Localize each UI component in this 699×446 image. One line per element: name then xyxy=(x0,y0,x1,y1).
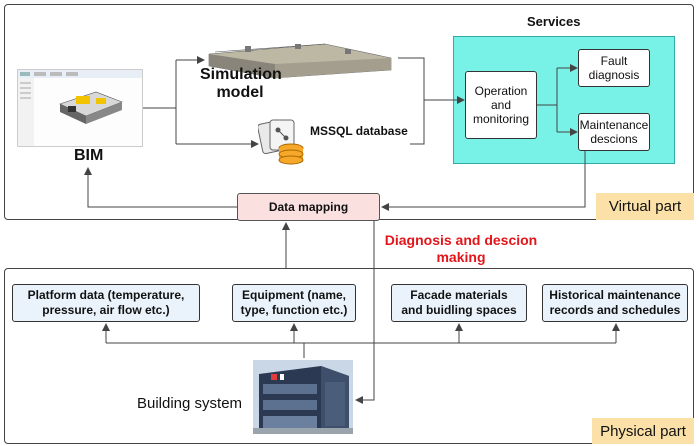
services-title: Services xyxy=(527,14,581,29)
physical-part-tag: Physical part xyxy=(592,418,694,444)
bim-label: BIM xyxy=(74,147,104,164)
building-icon xyxy=(253,360,353,434)
simulation-model-image xyxy=(205,40,395,80)
virtual-part-tag: Virtual part xyxy=(596,193,694,220)
facade-box: Facade materials and buidling spaces xyxy=(391,284,527,322)
building-photo xyxy=(253,360,353,434)
maintenance-box: Maintenance descions xyxy=(578,113,650,151)
building-system-label: Building system xyxy=(137,395,243,412)
platform-data-box: Platform data (temperature, pressure, ai… xyxy=(12,284,200,322)
data-mapping-box: Data mapping xyxy=(237,193,380,221)
bim-model-icon xyxy=(18,70,142,146)
database-label: MSSQL database xyxy=(310,124,408,138)
historical-box: Historical maintenance records and sched… xyxy=(542,284,688,322)
operation-monitoring-box: Operation and monitoring xyxy=(465,71,537,139)
bim-software-image xyxy=(17,69,143,147)
database-icon xyxy=(257,119,304,165)
data-mapping-label: Data mapping xyxy=(268,200,349,214)
equipment-box: Equipment (name, type, function etc.) xyxy=(232,284,356,322)
decision-making-label: Diagnosis and descion making xyxy=(384,232,538,265)
simulation-model-label: Simulation model xyxy=(200,66,282,101)
building-3d-icon xyxy=(208,43,392,79)
fault-diagnosis-box: Fault diagnosis xyxy=(578,49,650,87)
database-image xyxy=(257,118,308,166)
